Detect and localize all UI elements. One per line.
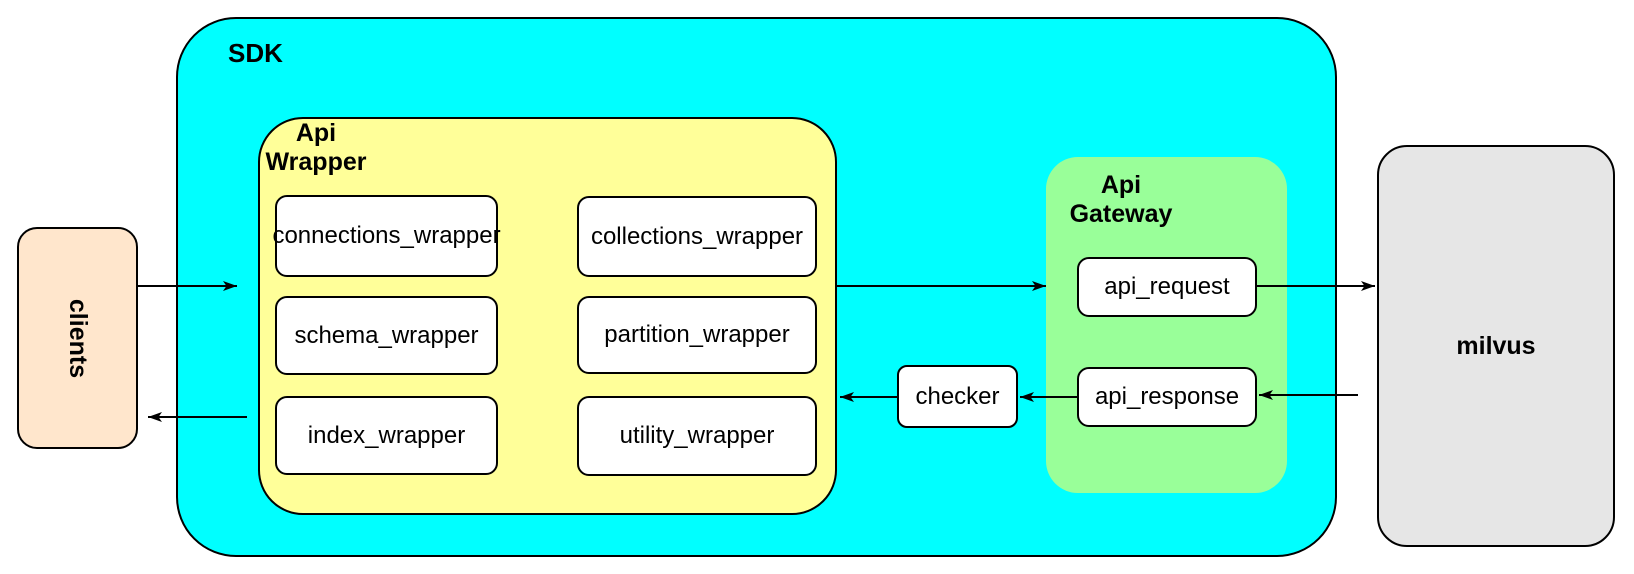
sdk-label: SDK (228, 38, 283, 68)
milvus-node: milvus (1377, 145, 1615, 547)
index-wrapper-label: index_wrapper (307, 421, 466, 449)
api-gateway-label: Api Gateway (1069, 171, 1173, 228)
utility-wrapper-label: utility_wrapper (619, 422, 775, 449)
api-response-label: api_response (1094, 383, 1240, 410)
clients-node: clients (17, 227, 138, 449)
partition-wrapper-label: partition_wrapper (604, 321, 790, 348)
api-wrapper-label: Api Wrapper (265, 119, 367, 176)
collections-wrapper-box: collections_wrapper (577, 196, 817, 277)
utility-wrapper-box: utility_wrapper (577, 396, 817, 476)
connections-wrapper-label: connections_wrapper (272, 222, 501, 249)
checker-box: checker (897, 365, 1018, 428)
collections-wrapper-label: collections_wrapper (590, 222, 804, 250)
partition-wrapper-box: partition_wrapper (577, 296, 817, 374)
connections-wrapper-box: connections_wrapper (272, 195, 501, 277)
api-gateway-container (1046, 157, 1287, 493)
index-wrapper-box: index_wrapper (275, 396, 498, 475)
schema-wrapper-box: schema_wrapper (275, 296, 498, 375)
milvus-label: milvus (1456, 331, 1536, 360)
checker-label: checker (915, 382, 1000, 410)
api-request-label: api_request (1104, 273, 1230, 300)
clients-label: clients (63, 298, 92, 378)
api-response-box: api_response (1077, 367, 1257, 427)
schema-wrapper-label: schema_wrapper (294, 321, 479, 349)
api-request-box: api_request (1077, 257, 1257, 317)
